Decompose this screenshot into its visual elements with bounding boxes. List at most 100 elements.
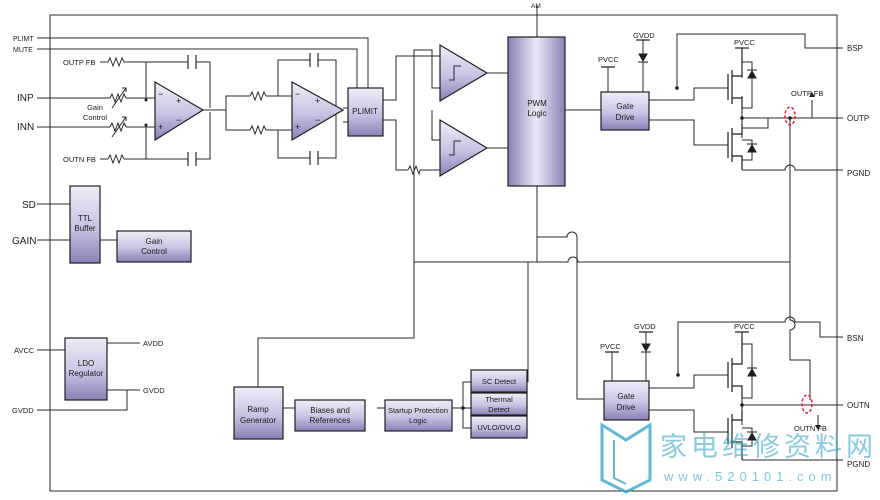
thermal-label-2: Detect (488, 405, 511, 414)
label-outn-fb-left: OUTN FB (63, 155, 96, 164)
pin-avcc: AVCC (14, 346, 35, 355)
watermark-url: www.520101.com (663, 469, 837, 484)
pwm-label-1: PWM (527, 99, 547, 108)
label-avdd-out: AVDD (143, 339, 164, 348)
biases-references-block (294, 399, 366, 432)
gain-control-block (116, 230, 192, 263)
pin-gain: GAIN (12, 236, 36, 247)
blocks (64, 36, 650, 440)
capacitors (187, 53, 319, 166)
pin-bsn: BSN (847, 334, 864, 343)
pin-inp: INP (17, 93, 34, 104)
comparators (439, 43, 489, 178)
label-gvdd-bottom: GVDD (634, 322, 656, 331)
opamp-stage1 (154, 80, 205, 142)
watermark-logo-icon (600, 422, 652, 494)
comparator-top (439, 43, 489, 103)
pin-pgnd-bottom: PGND (847, 460, 870, 469)
pin-sd: SD (22, 200, 36, 211)
biases-label-1: Biases and (310, 406, 350, 415)
pin-bsp: BSP (847, 44, 863, 53)
label-outp-fb-right: OUTP FB (791, 89, 823, 98)
biases-label-2: References (310, 416, 351, 425)
uvlo-label: UVLO/OVLO (477, 423, 521, 432)
opamp1-plus-b: + (158, 122, 163, 132)
opamp2-minus-b: − (315, 115, 320, 125)
mosfet-top-low (727, 124, 743, 170)
ramp-label-2: Generator (240, 416, 276, 425)
label-gain-control-2: Control (83, 113, 108, 122)
resistors (107, 56, 421, 176)
pin-pgnd-top: PGND (847, 169, 870, 178)
label-outn-fb-right: OUTN FB (794, 424, 827, 433)
opamp-stage2 (291, 80, 345, 142)
ldo-label-2: Regulator (69, 369, 104, 378)
pin-gvdd: GVDD (12, 406, 34, 415)
sense-marker-outn (801, 394, 813, 414)
gain-ctrl-label-1: Gain (146, 237, 163, 246)
comparator-bottom (439, 118, 489, 178)
sense-marker-outp (784, 106, 796, 126)
diodes (638, 53, 757, 441)
gate-drive-top-label-1: Gate (616, 102, 634, 111)
label-gain-control-1: Gain (87, 103, 103, 112)
watermark-text: 家电维修资料网 (660, 432, 877, 462)
opamp1-plus-a: + (176, 96, 181, 106)
ttl-label-2: Buffer (74, 224, 96, 233)
uvlo-ovlo-block (470, 415, 528, 439)
label-outp-fb-left: OUTP FB (63, 58, 95, 67)
ramp-label-1: Ramp (247, 405, 269, 414)
gate-drive-top-label-2: Drive (616, 113, 635, 122)
pin-outn: OUTN (847, 401, 870, 410)
opamp2-plus-b: + (295, 122, 300, 132)
opamps (154, 80, 345, 142)
sense-markers (784, 106, 813, 414)
opamp2-minus: − (295, 89, 300, 99)
diode-top (638, 53, 648, 63)
label-pvcc-top-right: PVCC (734, 38, 755, 47)
thermal-label-1: Thermal (485, 395, 513, 404)
ttl-buffer-block (69, 185, 101, 264)
opamp-signs: − + − + − + − + (158, 89, 320, 132)
ttl-label-1: TTL (78, 214, 93, 223)
sc-detect-block (470, 369, 528, 393)
pin-outp: OUTP (847, 114, 869, 123)
plimit-label: PLIMIT (352, 107, 378, 116)
feedback-arrows (809, 92, 821, 430)
pin-am: AM (531, 3, 541, 10)
diode-bottom (641, 343, 651, 353)
mosfet-bottom-high (727, 338, 743, 398)
pwm-label-2: Logic (527, 109, 546, 118)
plimit-block (347, 87, 384, 137)
gain-ctrl-label-2: Control (141, 247, 167, 256)
label-pvcc-top-left: PVCC (598, 55, 619, 64)
pin-inn: INN (17, 122, 34, 133)
ldo-label-1: LDO (78, 359, 94, 368)
mosfets (727, 56, 743, 460)
chip-outline (49, 14, 838, 492)
watermark: 家电维修资料网 www.520101.com (600, 422, 877, 494)
sc-detect-label: SC Detect (482, 377, 517, 386)
gate-drive-bottom-label-1: Gate (617, 392, 635, 401)
startup-protection-block (384, 399, 453, 432)
label-pvcc-bottom-left: PVCC (600, 342, 621, 351)
label-gvdd-out: GVDD (143, 386, 165, 395)
label-pvcc-bottom-right: PVCC (734, 322, 755, 331)
mosfet-top-high (727, 56, 743, 110)
opamp2-plus-a: + (315, 96, 320, 106)
label-gvdd-top: GVDD (633, 31, 655, 40)
pin-mute: MUTE (13, 47, 33, 54)
junctions (144, 86, 792, 410)
pin-plimt: PLIMT (13, 36, 34, 43)
pwm-logic-block (507, 36, 566, 187)
startup-label-2: Logic (409, 416, 427, 425)
mosfet-bottom-low (727, 410, 743, 460)
gate-drive-bottom-label-2: Drive (617, 403, 636, 412)
supply-stubs (601, 39, 749, 353)
ldo-regulator-block (64, 337, 108, 401)
thermal-detect-block (470, 392, 528, 416)
opamp1-minus-b: − (176, 115, 181, 125)
ramp-generator-block (233, 386, 284, 440)
gate-drive-bottom-block (603, 380, 650, 421)
